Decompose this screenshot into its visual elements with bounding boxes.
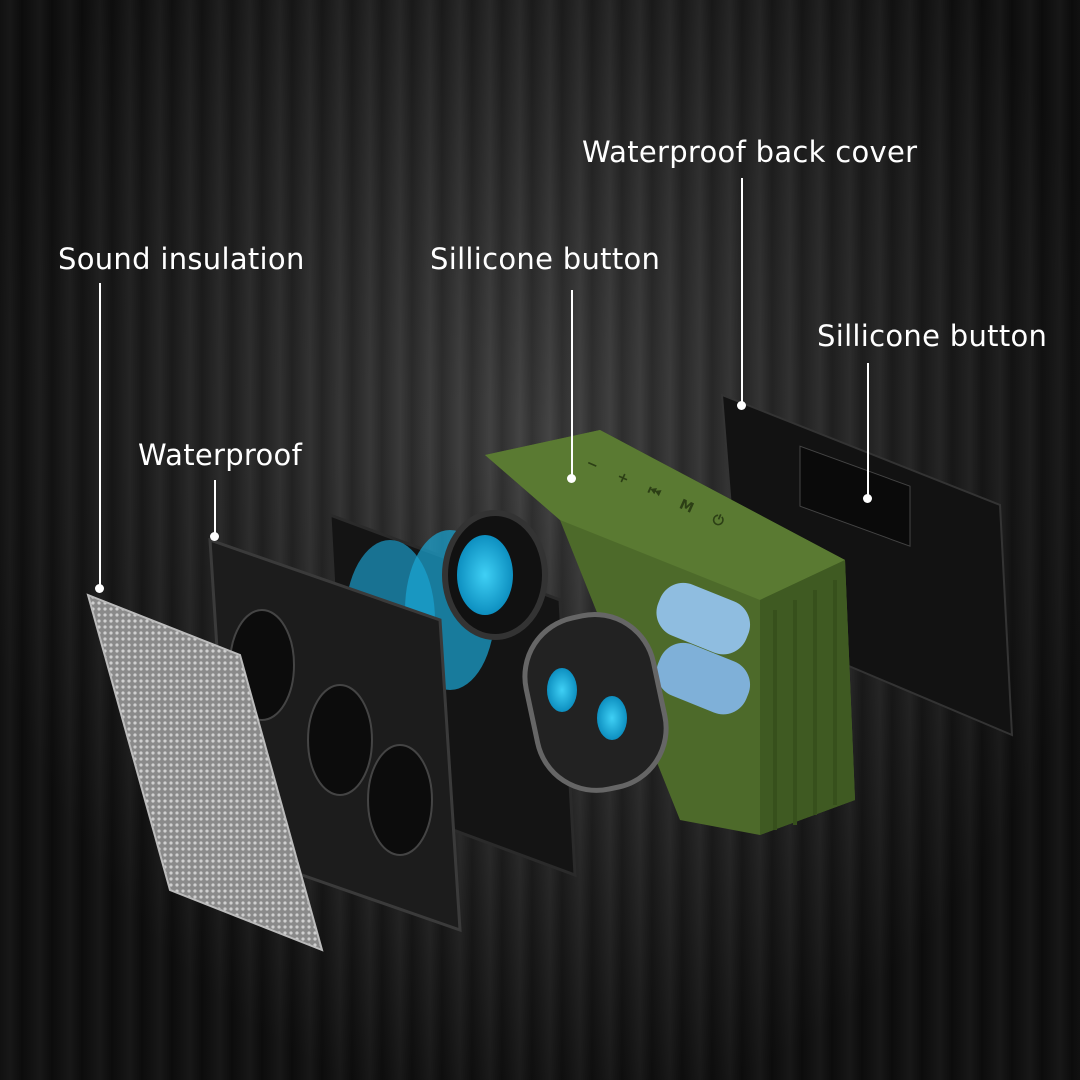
back-silicone-button bbox=[799, 445, 911, 547]
callout-silicone-button-top: Sillicone button bbox=[430, 242, 661, 276]
leader-dot bbox=[863, 494, 872, 503]
leader-dot bbox=[95, 584, 104, 593]
leader-line bbox=[99, 283, 101, 588]
callout-back-cover: Waterproof back cover bbox=[582, 135, 918, 169]
housing-ribs bbox=[773, 580, 837, 830]
battery bbox=[656, 582, 751, 655]
leader-dot bbox=[567, 474, 576, 483]
leader-dot bbox=[210, 532, 219, 541]
leader-line bbox=[867, 363, 869, 498]
callout-silicone-button-side: Sillicone button bbox=[817, 319, 1048, 353]
tweeter bbox=[597, 696, 627, 740]
housing-side-face bbox=[760, 560, 855, 835]
leader-dot bbox=[737, 401, 746, 410]
callout-waterproof: Waterproof bbox=[138, 438, 303, 472]
callout-sound-insulation: Sound insulation bbox=[58, 242, 305, 276]
tweeter-plate bbox=[522, 612, 669, 793]
leader-line bbox=[741, 178, 743, 404]
driver-cone bbox=[457, 535, 513, 615]
leader-line bbox=[214, 480, 216, 536]
battery bbox=[656, 642, 751, 715]
housing-top-face bbox=[485, 430, 845, 600]
sound-insulation-mesh bbox=[86, 593, 324, 952]
leader-line bbox=[571, 290, 573, 478]
gasket-openings bbox=[229, 609, 433, 856]
tweeter bbox=[547, 668, 577, 712]
